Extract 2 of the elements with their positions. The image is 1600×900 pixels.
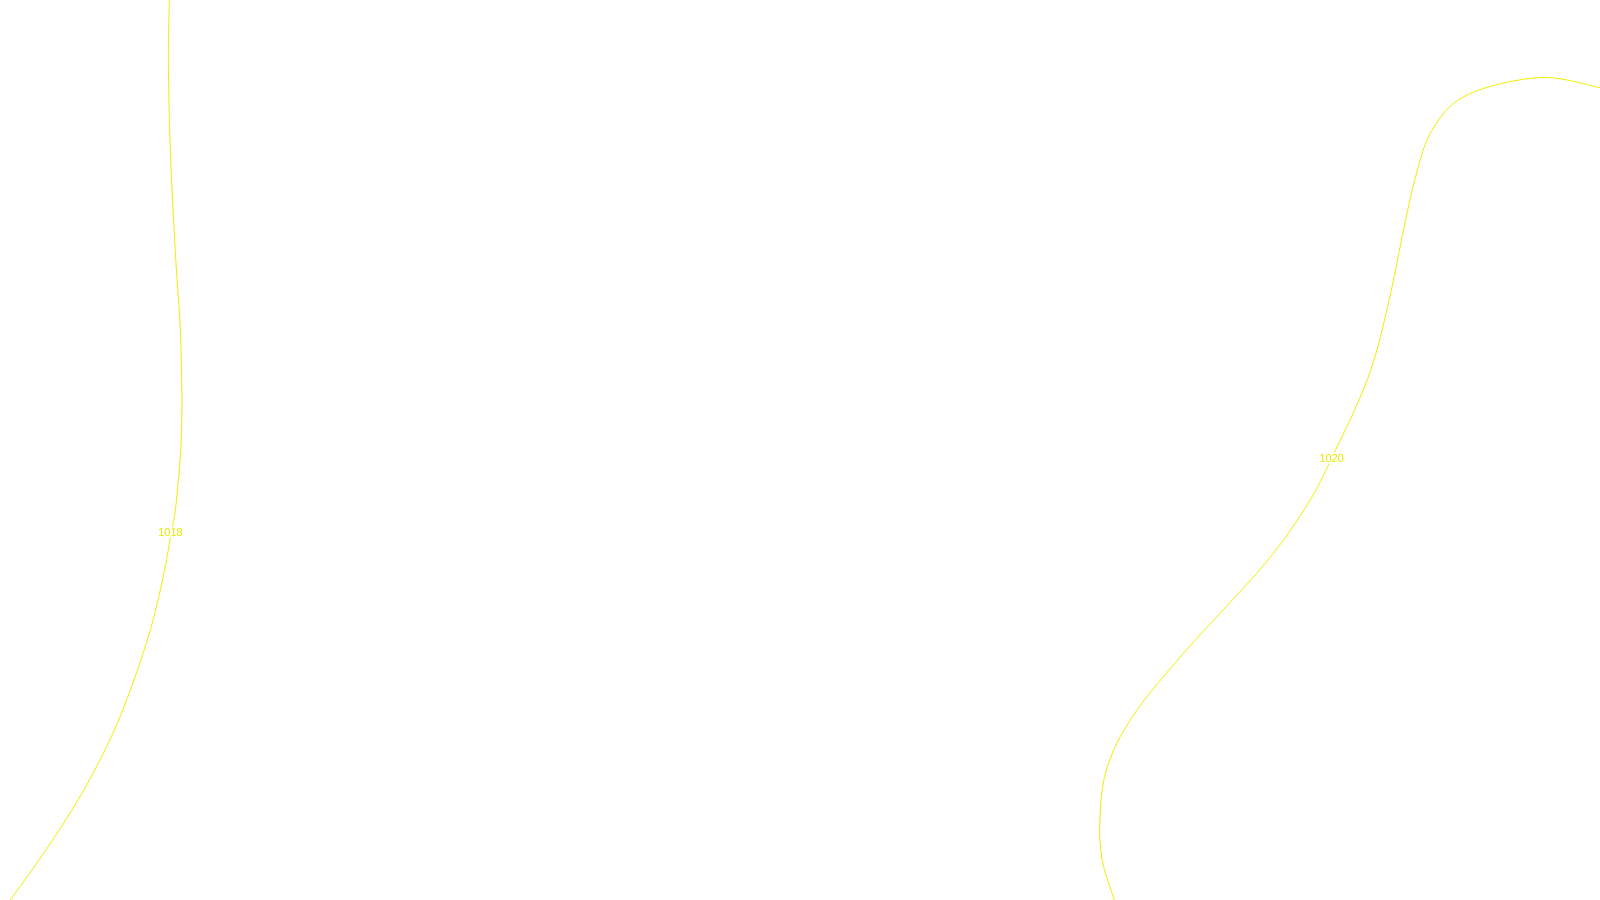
isobar-value: 1018 (157, 526, 184, 538)
isobar-value: 1020 (1318, 452, 1345, 464)
